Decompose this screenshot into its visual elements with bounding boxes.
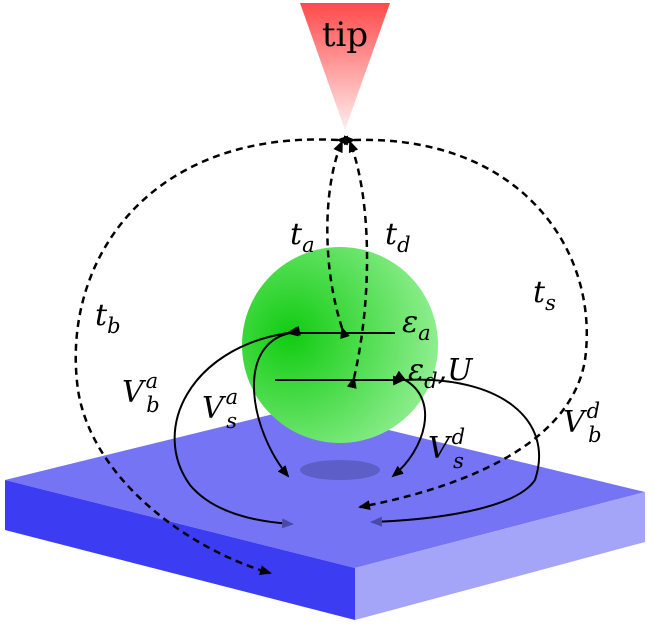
label-epsilon-a: εa (402, 305, 431, 345)
slab-front-face (5, 480, 355, 620)
label-t-s: ts (533, 275, 556, 315)
slab-side-face (355, 492, 645, 620)
adatom-sphere (242, 247, 438, 443)
label-t-a: ta (290, 217, 315, 257)
arrow-t-b (74, 135, 349, 576)
arrow-V-s-a (252, 325, 301, 478)
arrow-t-s (343, 135, 588, 511)
label-t-b: tb (95, 298, 121, 338)
stm-tip (300, 3, 390, 130)
arrow-V-b-a (173, 326, 299, 529)
label-epsilon-d: εd,U (408, 353, 474, 393)
arrow-V-b-d (370, 375, 541, 527)
surface-contact-spot (300, 460, 380, 480)
tip-label: tip (322, 15, 368, 55)
label-t-d: td (385, 217, 411, 257)
